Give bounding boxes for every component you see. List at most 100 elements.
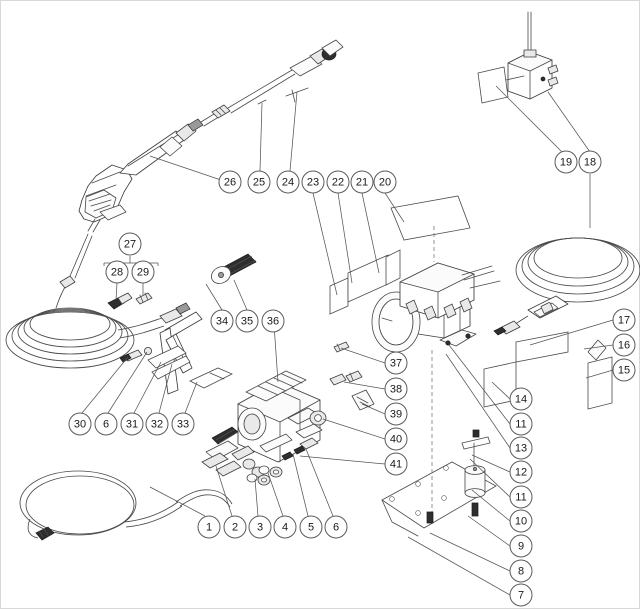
callout-17[interactable]: 17 — [612, 308, 636, 332]
callout-bubble[interactable] — [171, 412, 195, 436]
callout-bubble[interactable] — [509, 485, 533, 509]
callout-21[interactable]: 21 — [350, 170, 374, 194]
callout-11[interactable]: 11 — [509, 485, 533, 509]
callout-bubble[interactable] — [612, 358, 636, 382]
callout-36[interactable]: 36 — [261, 309, 285, 333]
callout-23[interactable]: 23 — [301, 170, 325, 194]
callout-bubble[interactable] — [261, 309, 285, 333]
callout-bubble[interactable] — [301, 170, 325, 194]
callout-bubble[interactable] — [197, 515, 221, 539]
callout-bubble[interactable] — [120, 412, 144, 436]
callout-bubble[interactable] — [248, 515, 272, 539]
callout-bubble[interactable] — [94, 412, 118, 436]
callout-number: 1 — [206, 522, 212, 534]
callout-bubble[interactable] — [612, 333, 636, 357]
callout-bubble[interactable] — [384, 351, 408, 375]
callout-9[interactable]: 9 — [509, 534, 533, 558]
callout-number: 27 — [124, 239, 136, 251]
callout-13[interactable]: 13 — [509, 436, 533, 460]
callout-8[interactable]: 8 — [509, 559, 533, 583]
callout-bubble[interactable] — [509, 583, 533, 607]
callout-number: 24 — [282, 177, 294, 189]
callout-31[interactable]: 31 — [120, 412, 144, 436]
callout-bubble[interactable] — [105, 260, 129, 284]
callout-bubble[interactable] — [145, 412, 169, 436]
callout-number: 21 — [356, 177, 368, 189]
callout-34[interactable]: 34 — [210, 309, 234, 333]
callout-11[interactable]: 11 — [509, 412, 533, 436]
label-decals — [329, 195, 471, 315]
callout-bubble[interactable] — [509, 509, 533, 533]
callout-bubble[interactable] — [509, 534, 533, 558]
callout-35[interactable]: 35 — [235, 309, 259, 333]
callout-28[interactable]: 28 — [105, 260, 129, 284]
callout-number: 7 — [518, 590, 524, 602]
callout-bubble[interactable] — [235, 309, 259, 333]
callout-6[interactable]: 6 — [94, 412, 118, 436]
right-label-plates — [483, 331, 613, 410]
callout-4[interactable]: 4 — [273, 515, 297, 539]
callout-number: 20 — [379, 177, 391, 189]
callout-bubble[interactable] — [324, 515, 348, 539]
callout-bubble[interactable] — [273, 515, 297, 539]
callout-number: 10 — [515, 516, 527, 528]
callout-bubble[interactable] — [509, 412, 533, 436]
callout-1[interactable]: 1 — [197, 515, 221, 539]
callout-3[interactable]: 3 — [248, 515, 272, 539]
callout-32[interactable]: 32 — [145, 412, 169, 436]
callout-10[interactable]: 10 — [509, 509, 533, 533]
callout-27[interactable]: 27 — [118, 232, 142, 256]
callout-bubble[interactable] — [509, 387, 533, 411]
callout-bubble[interactable] — [223, 515, 247, 539]
callout-37[interactable]: 37 — [384, 351, 408, 375]
callout-number: 2 — [232, 522, 238, 534]
callout-number: 12 — [515, 467, 527, 479]
callout-bubble[interactable] — [373, 170, 397, 194]
callout-41[interactable]: 41 — [384, 452, 408, 476]
callout-bubble[interactable] — [554, 150, 578, 174]
callout-bubble[interactable] — [384, 377, 408, 401]
callout-bubble[interactable] — [276, 170, 300, 194]
callout-29[interactable]: 29 — [131, 260, 155, 284]
callout-39[interactable]: 39 — [384, 402, 408, 426]
callout-bubble[interactable] — [384, 427, 408, 451]
callout-bubble[interactable] — [509, 436, 533, 460]
callout-2[interactable]: 2 — [223, 515, 247, 539]
callout-bubble[interactable] — [68, 412, 92, 436]
callout-bubble[interactable] — [384, 452, 408, 476]
callout-bubble[interactable] — [326, 170, 350, 194]
callout-5[interactable]: 5 — [299, 515, 323, 539]
callout-bubble[interactable] — [509, 460, 533, 484]
fastener-group — [281, 341, 375, 461]
callout-30[interactable]: 30 — [68, 412, 92, 436]
wand-pin-parts — [257, 87, 309, 105]
callout-bubble[interactable] — [118, 232, 142, 256]
callout-number: 5 — [308, 522, 314, 534]
callout-15[interactable]: 15 — [612, 358, 636, 382]
callout-bubble[interactable] — [247, 170, 271, 194]
callout-6[interactable]: 6 — [324, 515, 348, 539]
callout-bubble[interactable] — [131, 260, 155, 284]
callout-bubble[interactable] — [384, 402, 408, 426]
callout-bubble[interactable] — [509, 559, 533, 583]
callout-19[interactable]: 19 — [554, 150, 578, 174]
callout-bubble[interactable] — [578, 150, 602, 174]
callout-22[interactable]: 22 — [326, 170, 350, 194]
callout-18[interactable]: 18 — [578, 150, 602, 174]
callout-12[interactable]: 12 — [509, 460, 533, 484]
callout-14[interactable]: 14 — [509, 387, 533, 411]
callout-24[interactable]: 24 — [276, 170, 300, 194]
callout-26[interactable]: 26 — [218, 170, 242, 194]
callout-bubble[interactable] — [210, 309, 234, 333]
callout-bubble[interactable] — [350, 170, 374, 194]
callout-7[interactable]: 7 — [509, 583, 533, 607]
callout-33[interactable]: 33 — [171, 412, 195, 436]
callout-25[interactable]: 25 — [247, 170, 271, 194]
callout-bubble[interactable] — [612, 308, 636, 332]
callout-bubble[interactable] — [218, 170, 242, 194]
callout-40[interactable]: 40 — [384, 427, 408, 451]
callout-20[interactable]: 20 — [373, 170, 397, 194]
callout-16[interactable]: 16 — [612, 333, 636, 357]
callout-38[interactable]: 38 — [384, 377, 408, 401]
callout-bubble[interactable] — [299, 515, 323, 539]
